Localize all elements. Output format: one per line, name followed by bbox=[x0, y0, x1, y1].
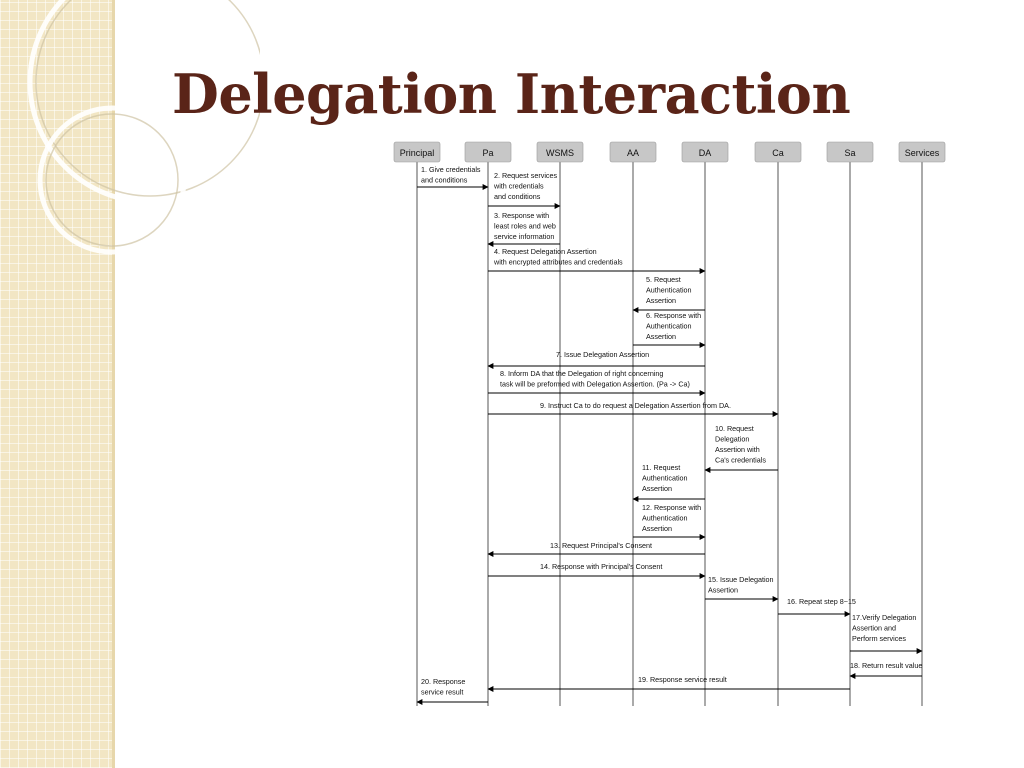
actor-label-ca: Ca bbox=[772, 148, 784, 158]
message-label-2: with credentials bbox=[493, 182, 544, 191]
message-label-17: Assertion and bbox=[852, 624, 896, 633]
message-label-8: task will be preformed with Delegation A… bbox=[500, 380, 690, 389]
message-label-6: 6. Response with bbox=[646, 311, 701, 320]
message-label-12: Assertion bbox=[642, 524, 672, 533]
message-label-19: 19. Response service result bbox=[638, 675, 727, 684]
message-label-10: Assertion with bbox=[715, 445, 760, 454]
message-label-3: least roles and web bbox=[494, 222, 556, 231]
message-label-3: service information bbox=[494, 232, 554, 241]
message-label-1: and conditions bbox=[421, 176, 468, 185]
message-label-15: 15. Issue Delegation bbox=[708, 575, 774, 584]
actor-label-wsms: WSMS bbox=[546, 148, 574, 158]
message-label-4: 4. Request Delegation Assertion bbox=[494, 247, 597, 256]
actor-label-services: Services bbox=[905, 148, 940, 158]
message-label-10: Ca's credentials bbox=[715, 456, 766, 465]
actor-label-pa: Pa bbox=[482, 148, 493, 158]
message-label-18: 18. Return result value bbox=[850, 661, 922, 670]
message-label-16: 16. Repeat step 8~15 bbox=[787, 597, 856, 606]
message-label-5: 5. Request bbox=[646, 275, 681, 284]
actor-box-pa bbox=[464, 141, 512, 163]
actor-box-ca bbox=[754, 141, 802, 163]
slide-title: Delegation Interaction bbox=[172, 62, 851, 126]
message-label-14: 14. Response with Principal's Consent bbox=[540, 562, 662, 571]
message-label-11: Assertion bbox=[642, 484, 672, 493]
message-label-3: 3. Response with bbox=[494, 211, 549, 220]
message-label-5: Assertion bbox=[646, 296, 676, 305]
message-label-10: Delegation bbox=[715, 435, 749, 444]
message-label-11: Authentication bbox=[642, 474, 688, 483]
message-label-4: with encrypted attributes and credential… bbox=[493, 258, 623, 267]
message-label-10: 10. Request bbox=[715, 424, 754, 433]
actor-label-da: DA bbox=[699, 148, 712, 158]
message-label-7: 7. Issue Delegation Assertion bbox=[556, 350, 649, 359]
message-label-20: 20. Response bbox=[421, 677, 465, 686]
message-label-17: 17.Verify Delegation bbox=[852, 613, 916, 622]
actor-box-aa bbox=[609, 141, 657, 163]
actor-box-principal bbox=[393, 141, 441, 163]
message-label-12: Authentication bbox=[642, 514, 688, 523]
message-label-11: 11. Request bbox=[642, 463, 680, 472]
decorative-circles bbox=[27, 0, 260, 255]
actor-label-principal: Principal bbox=[400, 148, 435, 158]
message-label-13: 13. Request Principal's Consent bbox=[550, 541, 652, 550]
message-label-9: 9. Instruct Ca to do request a Delegatio… bbox=[540, 401, 731, 410]
message-label-6: Authentication bbox=[646, 322, 692, 331]
actor-box-wsms bbox=[536, 141, 584, 163]
message-label-20: service result bbox=[421, 688, 463, 697]
message-label-5: Authentication bbox=[646, 286, 692, 295]
decorative-sidebar bbox=[0, 0, 115, 768]
message-label-6: Assertion bbox=[646, 332, 676, 341]
message-label-15: Assertion bbox=[708, 586, 738, 595]
actor-box-services bbox=[898, 141, 946, 163]
actor-label-aa: AA bbox=[627, 148, 639, 158]
message-label-2: 2. Request services bbox=[494, 171, 558, 180]
message-label-1: 1. Give credentials bbox=[421, 165, 481, 174]
actor-label-sa: Sa bbox=[844, 148, 855, 158]
sequence-diagram: Principal Pa WSMS AA DA Ca Sa Services 1. Give … bbox=[393, 141, 946, 706]
message-label-2: and conditions bbox=[494, 192, 541, 201]
actor-box-sa bbox=[826, 141, 874, 163]
message-label-17: Perform services bbox=[852, 634, 906, 643]
message-label-8: 8. Inform DA that the Delegation of righ… bbox=[500, 369, 663, 378]
actor-box-da bbox=[681, 141, 729, 163]
message-label-12: 12. Response with bbox=[642, 503, 701, 512]
